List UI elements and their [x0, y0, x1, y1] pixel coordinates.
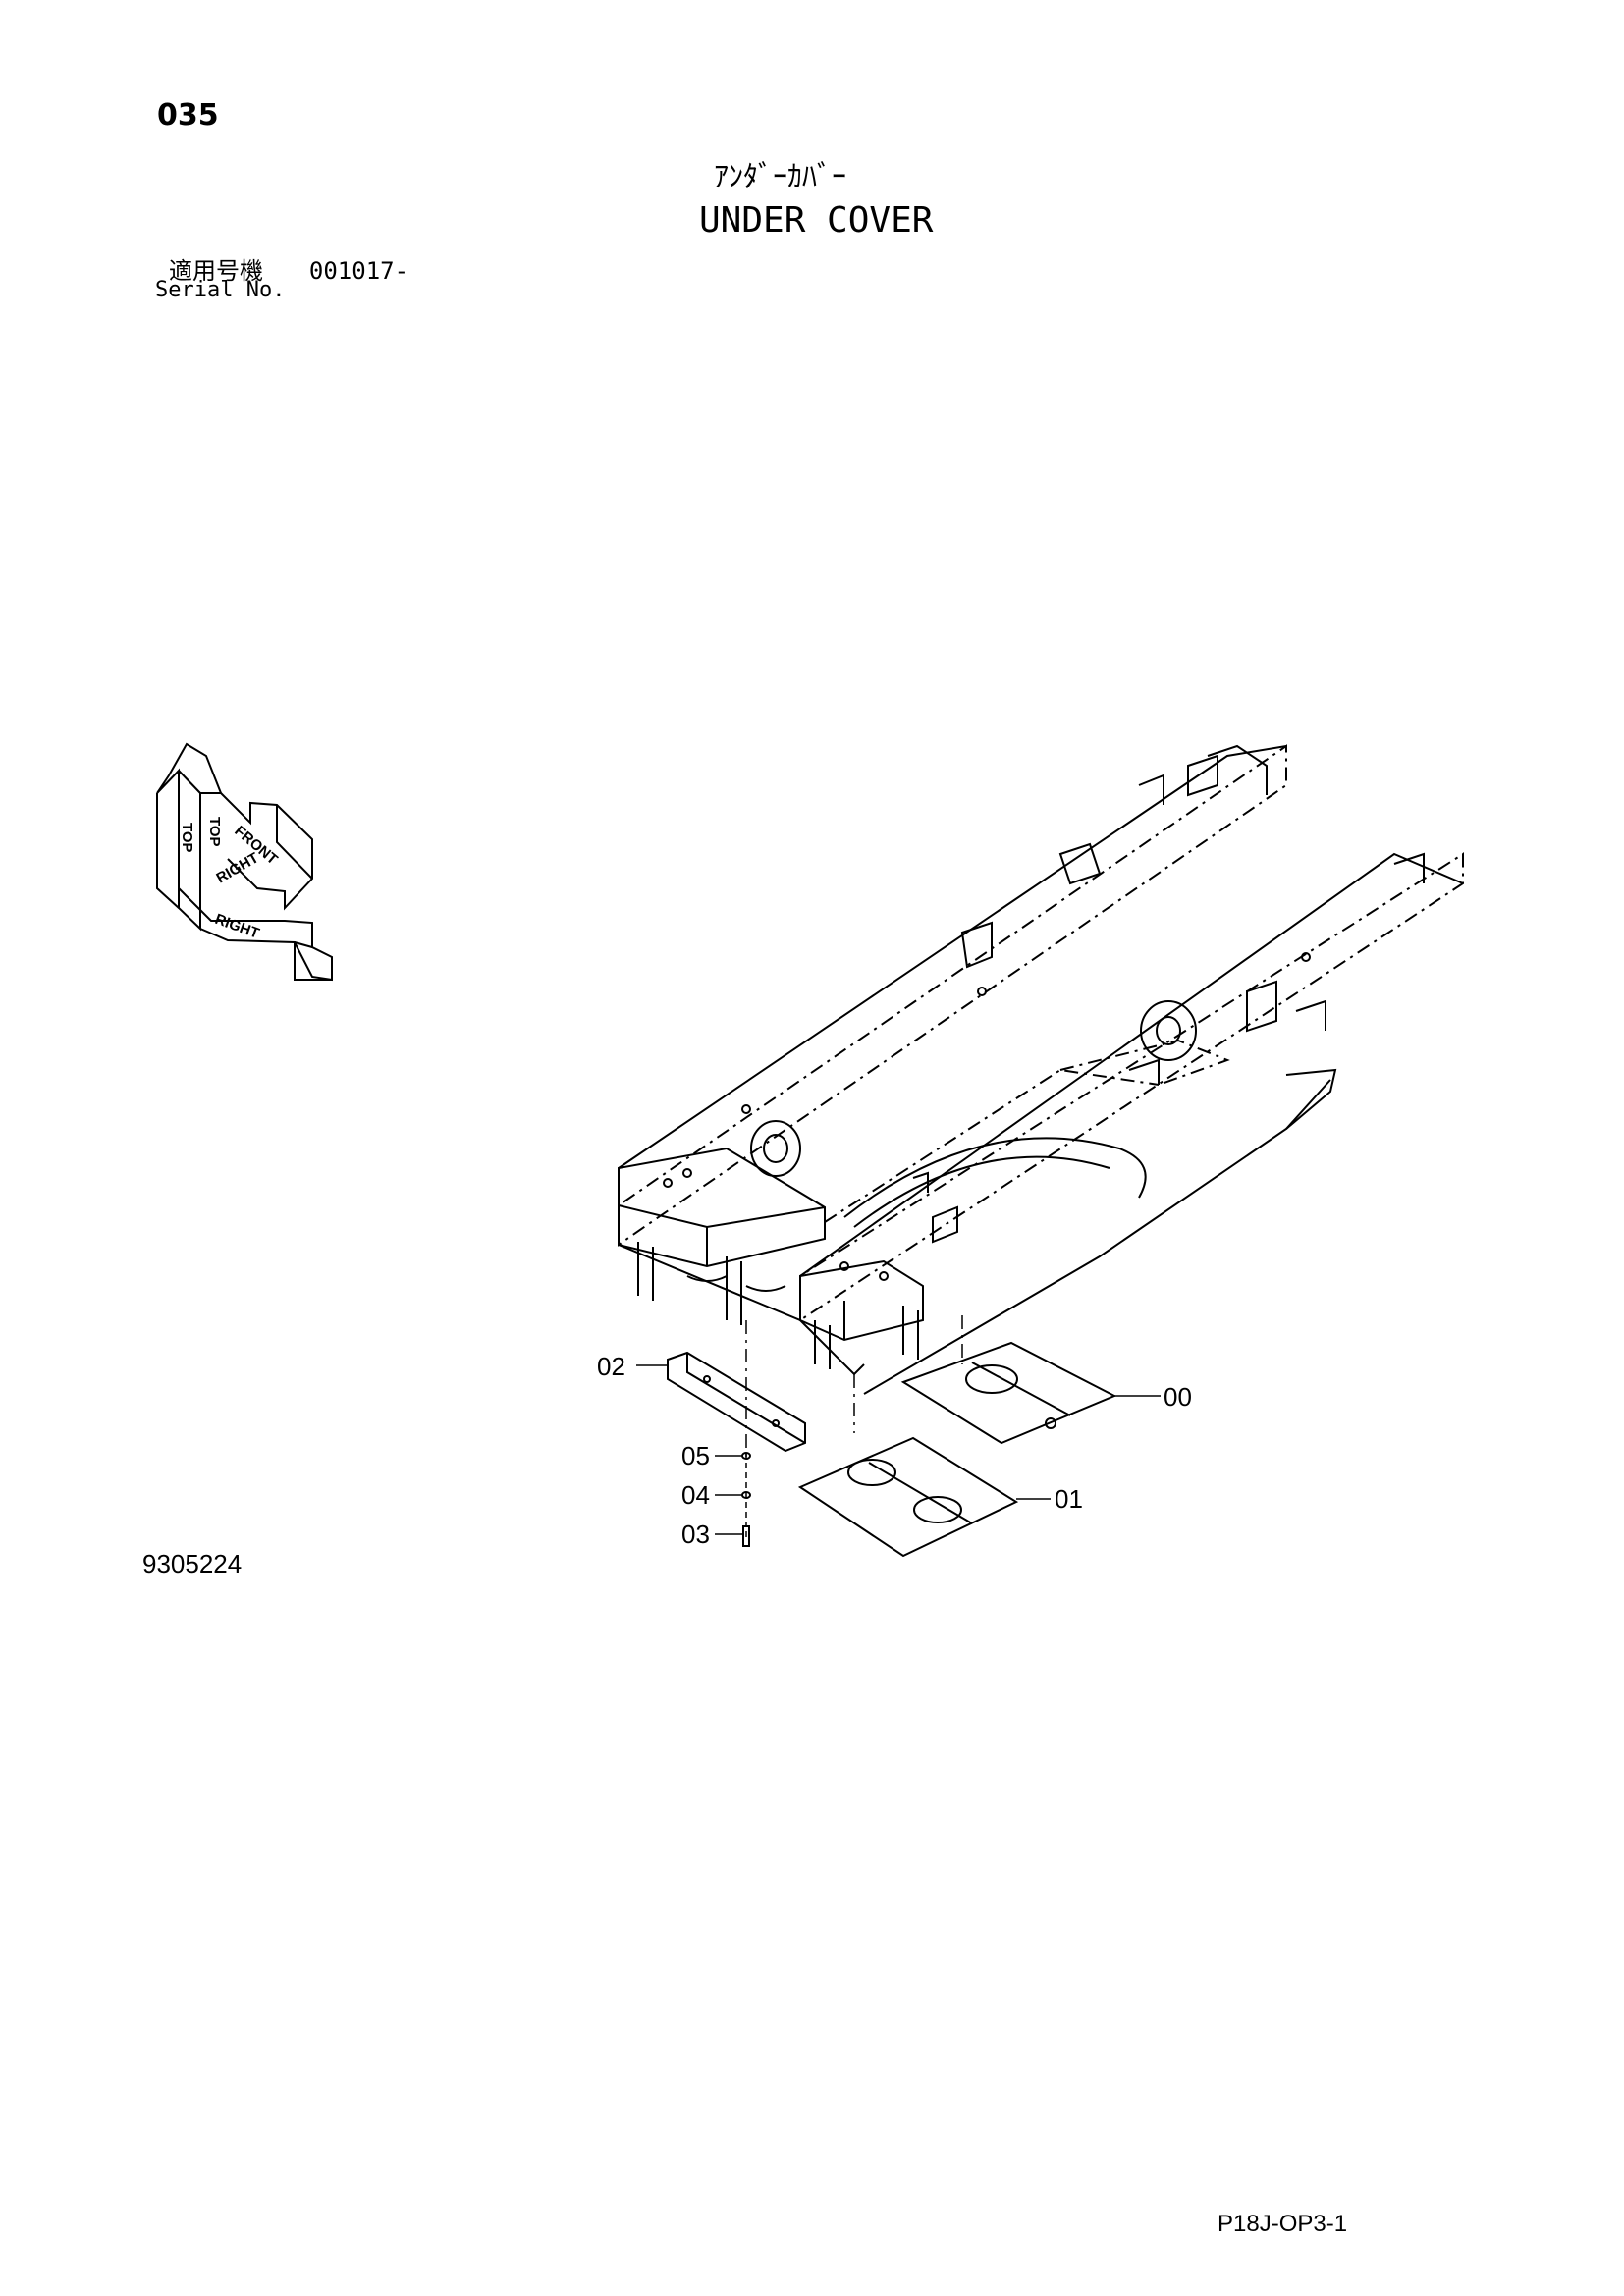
- top-arrow-icon: [156, 742, 223, 932]
- part-label-05: 05: [681, 1441, 710, 1470]
- part-label-03: 03: [681, 1520, 710, 1549]
- serial-applicability: 適用号機 001017-: [169, 251, 408, 286]
- orientation-indicator: TOP TOP FRONT RIGHT RIGHT: [156, 742, 333, 982]
- serial-value: 001017-: [308, 257, 409, 285]
- part-label-01: 01: [1055, 1484, 1083, 1514]
- upper-frame: [618, 744, 1464, 1395]
- right-label-upper: RIGHT: [214, 849, 262, 886]
- fastener-stack: [741, 1452, 751, 1547]
- part-label-02: 02: [597, 1352, 625, 1381]
- bolt-03-icon: [742, 1525, 750, 1547]
- part-02-bracket: [667, 1351, 806, 1453]
- front-arrow-icon: [220, 792, 313, 911]
- serial-label-japanese: 適用号機: [169, 257, 263, 285]
- page-code: P18J-OP3-1: [1218, 2211, 1348, 2237]
- top-label: TOP: [179, 823, 195, 853]
- top-label-2: TOP: [206, 817, 223, 847]
- part-label-04: 04: [681, 1480, 710, 1510]
- serial-label-english: Serial No.: [155, 278, 286, 302]
- page-number: 035: [157, 98, 219, 133]
- part-label-00: 00: [1164, 1382, 1192, 1412]
- part-01-cover-plate: [797, 1436, 1019, 1558]
- right-arrow-icon: [178, 887, 333, 982]
- part-00-cover-plate: [900, 1341, 1117, 1445]
- drawing-number: 9305224: [142, 1549, 243, 1578]
- title-japanese: ｱﾝﾀﾞｰｶﾊﾞｰ: [714, 160, 846, 194]
- assembly-lines: [745, 1315, 963, 1463]
- page-title: UNDER COVER: [699, 200, 934, 240]
- callout-leaders: [636, 1364, 1161, 1535]
